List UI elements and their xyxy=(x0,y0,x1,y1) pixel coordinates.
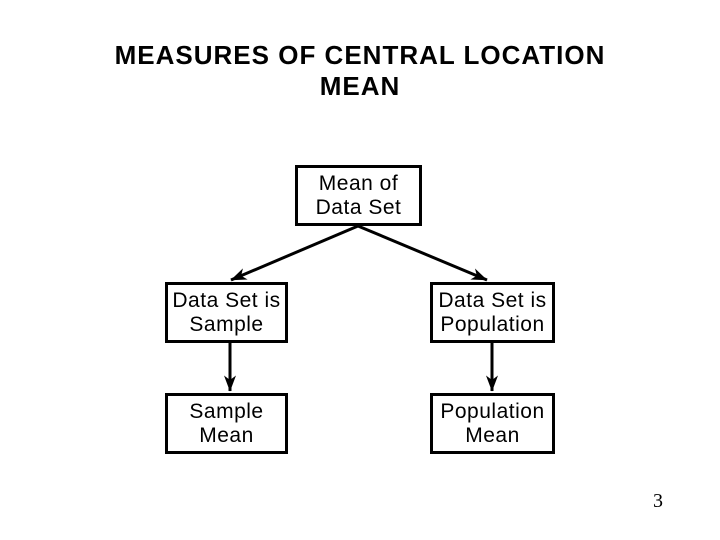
node-population-mean: Population Mean xyxy=(430,393,555,454)
node-data-set-is-population: Data Set is Population xyxy=(430,282,555,343)
arrow-root-to-population-branch-icon xyxy=(357,224,488,282)
node-population-mean-line2: Mean xyxy=(465,423,520,447)
slide-title-line2: MEAN xyxy=(319,71,401,101)
node-data-set-is-sample-line2: Sample xyxy=(189,312,264,336)
slide-title-line1: MEASURES OF CENTRAL LOCATION xyxy=(114,40,606,70)
node-sample-mean-line2: Mean xyxy=(199,423,254,447)
node-data-set-is-sample: Data Set is Sample xyxy=(165,282,288,343)
node-population-mean-line1: Population xyxy=(440,399,545,423)
arrow-root-to-sample-branch-icon xyxy=(230,224,359,282)
node-data-set-is-population-line1: Data Set is xyxy=(438,288,547,312)
node-mean-of-data-set-line2: Data Set xyxy=(315,195,402,219)
node-sample-mean: Sample Mean xyxy=(165,393,288,454)
node-mean-of-data-set: Mean of Data Set xyxy=(295,165,422,226)
slide-title: MEASURES OF CENTRAL LOCATION MEAN xyxy=(0,40,720,102)
page-number: 3 xyxy=(653,490,663,512)
node-data-set-is-sample-line1: Data Set is xyxy=(172,288,281,312)
node-sample-mean-line1: Sample xyxy=(189,399,264,423)
node-mean-of-data-set-line1: Mean of xyxy=(318,171,399,195)
node-data-set-is-population-line2: Population xyxy=(440,312,545,336)
